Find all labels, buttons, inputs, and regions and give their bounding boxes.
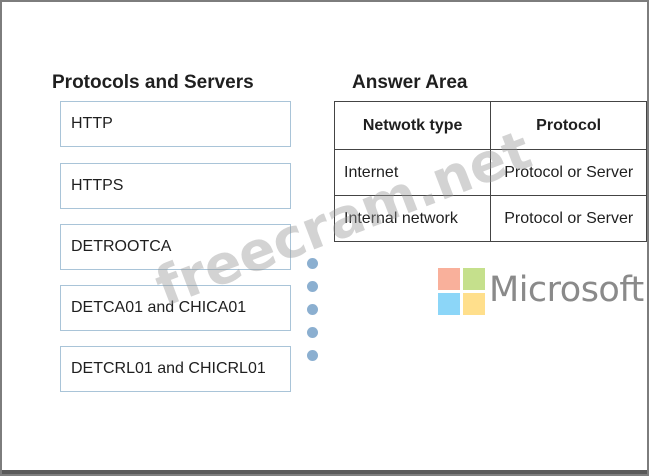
table-row: Internal network Protocol or Server [333,195,647,242]
option-detca01-chica01[interactable]: DETCA01 and CHICA01 [60,285,291,331]
drag-dot-icon [307,304,318,315]
answer-table: Netwotk type Protocol Internet Protocol … [333,101,647,242]
drag-dot-icon [307,281,318,292]
option-label: DETROOTCA [71,238,172,255]
option-https[interactable]: HTTPS [60,163,291,209]
drag-dot-icon [307,258,318,269]
network-type-cell: Internal network [333,195,492,242]
header-network-type: Netwotk type [333,101,492,150]
option-http[interactable]: HTTP [60,101,291,147]
drag-dot-icon [307,350,318,361]
protocol-drop-target[interactable]: Protocol or Server [490,195,647,242]
microsoft-brand-text: Microsoft [489,270,644,310]
option-label: HTTP [71,115,113,132]
protocols-servers-title: Protocols and Servers [52,72,254,93]
protocol-drop-target[interactable]: Protocol or Server [490,149,647,196]
drag-dot-icon [307,327,318,338]
network-type-cell: Internet [333,149,492,196]
option-label: DETCA01 and CHICA01 [71,299,247,316]
microsoft-logo-icon [438,268,486,316]
table-row: Internet Protocol or Server [333,149,647,196]
answer-area-title: Answer Area [352,72,468,93]
drag-handle[interactable] [306,258,320,368]
option-label: HTTPS [71,177,124,194]
header-protocol: Protocol [490,101,647,150]
option-detcrl01-chicrl01[interactable]: DETCRL01 and CHICRL01 [60,346,291,392]
option-detrootca[interactable]: DETROOTCA [60,224,291,270]
option-label: DETCRL01 and CHICRL01 [71,360,266,377]
table-header-row: Netwotk type Protocol [333,101,647,150]
